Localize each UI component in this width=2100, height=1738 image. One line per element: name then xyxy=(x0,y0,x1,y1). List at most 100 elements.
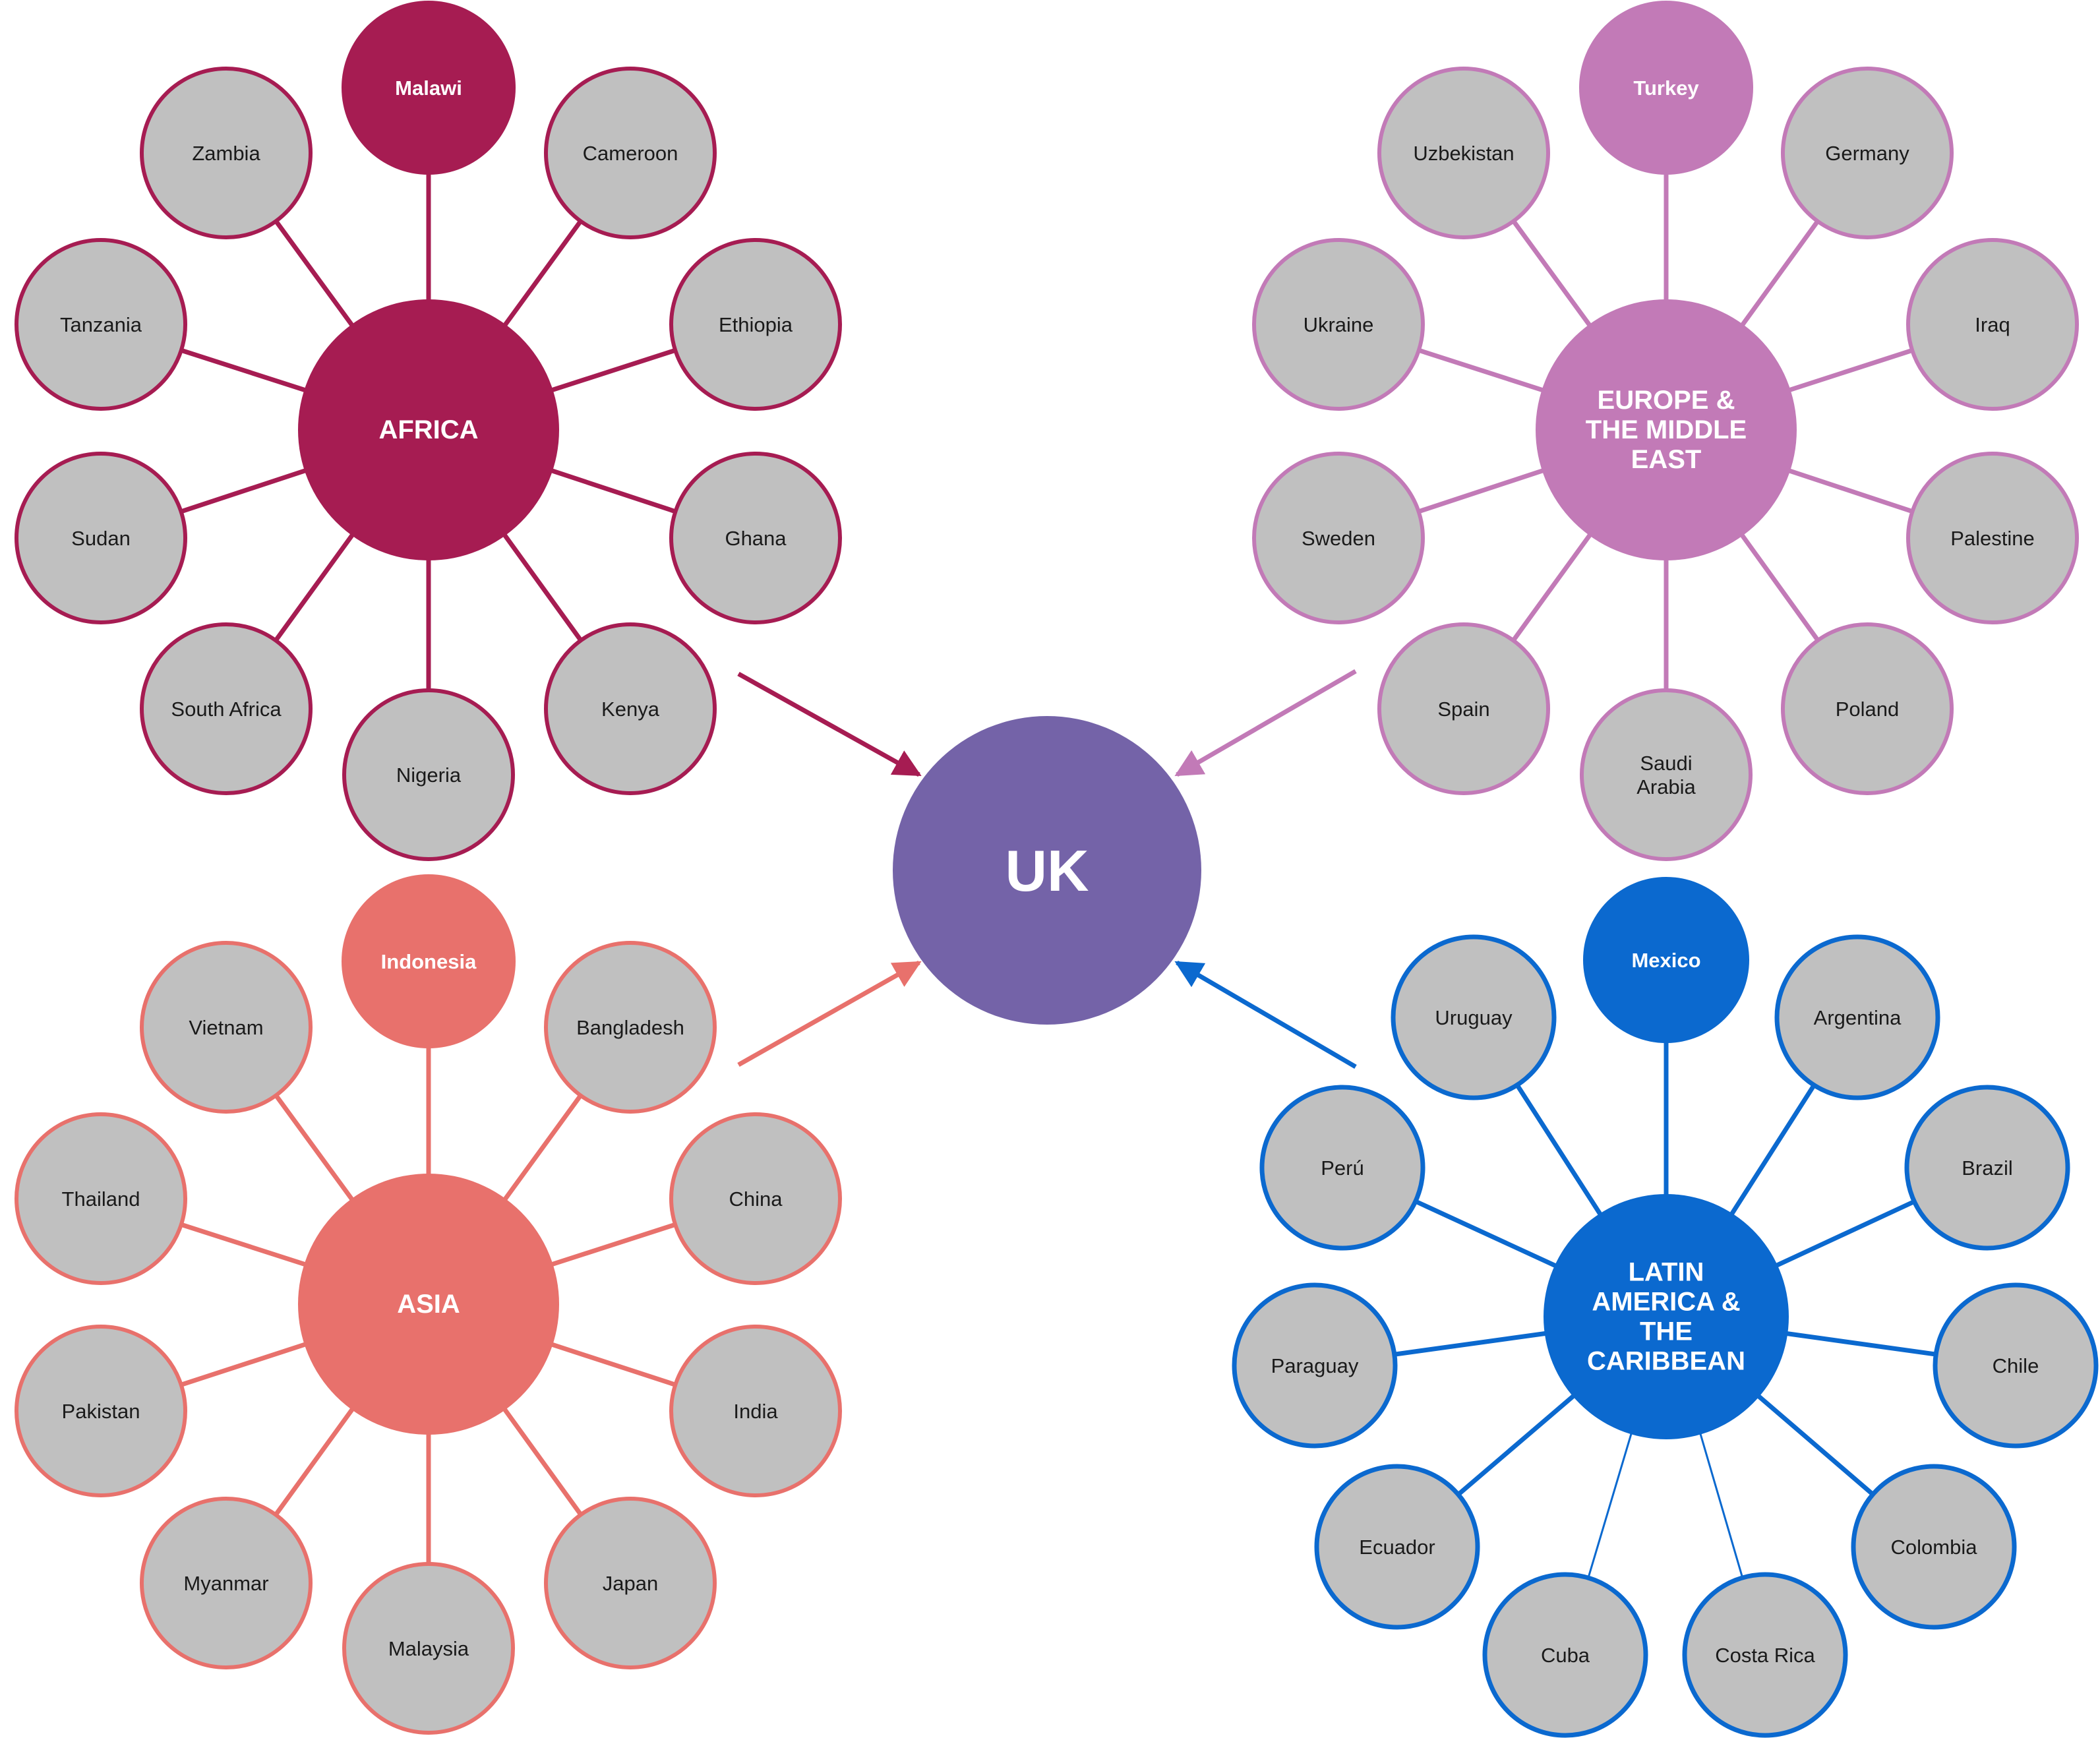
country-node-nigeria[interactable]: Nigeria xyxy=(342,688,515,861)
country-label: Colombia xyxy=(1891,1536,1978,1559)
featured-country-label: Indonesia xyxy=(381,950,477,973)
arrow-asia-to-uk xyxy=(737,960,922,1067)
country-circle xyxy=(1232,1282,1398,1449)
country-circle xyxy=(1314,1464,1480,1630)
country-node-sweden[interactable]: Sweden xyxy=(1252,452,1425,624)
country-label: South Africa xyxy=(171,698,282,721)
country-circle xyxy=(342,1562,515,1735)
country-circle xyxy=(1252,452,1425,624)
country-node-cameroon[interactable]: Cameroon xyxy=(544,67,717,239)
country-circle xyxy=(15,238,187,411)
featured-country-circle xyxy=(342,1,516,175)
country-node-ukraine[interactable]: Ukraine xyxy=(1252,238,1425,411)
country-label: Cuba xyxy=(1541,1644,1590,1667)
country-label: Ghana xyxy=(725,527,787,550)
country-circle xyxy=(1774,934,1940,1100)
country-circle xyxy=(1851,1464,2017,1630)
country-label: Paraguay xyxy=(1271,1354,1359,1377)
country-circle xyxy=(669,1325,842,1497)
featured-country-malawi[interactable]: Malawi xyxy=(342,1,516,175)
uk-center-node[interactable]: UK xyxy=(893,716,1201,1025)
country-node-paraguay[interactable]: Paraguay xyxy=(1232,1282,1398,1449)
region-hub-label: AFRICA xyxy=(378,415,478,444)
featured-country-indonesia[interactable]: Indonesia xyxy=(342,874,516,1048)
country-node-south-africa[interactable]: South Africa xyxy=(140,622,313,795)
country-label: Japan xyxy=(603,1572,658,1595)
country-circle xyxy=(140,67,313,239)
country-node-germany[interactable]: Germany xyxy=(1781,67,1954,239)
country-node-china[interactable]: China xyxy=(669,1112,842,1285)
country-node-thailand[interactable]: Thailand xyxy=(15,1112,187,1285)
country-label: Spain xyxy=(1437,698,1489,721)
uk-center-circle xyxy=(893,716,1201,1025)
country-node-iraq[interactable]: Iraq xyxy=(1906,238,2079,411)
region-hub-africa[interactable]: AFRICA xyxy=(298,299,559,560)
country-node-japan[interactable]: Japan xyxy=(544,1497,717,1669)
country-node-bangladesh[interactable]: Bangladesh xyxy=(544,941,717,1114)
country-circle xyxy=(1682,1572,1848,1738)
country-node-india[interactable]: India xyxy=(669,1325,842,1497)
country-label: China xyxy=(729,1187,783,1211)
country-node-ghana[interactable]: Ghana xyxy=(669,452,842,624)
country-circle xyxy=(140,622,313,795)
country-node-zambia[interactable]: Zambia xyxy=(140,67,313,239)
country-label: Kenya xyxy=(601,698,660,721)
country-node-peru[interactable]: Perú xyxy=(1259,1085,1425,1251)
featured-country-turkey[interactable]: Turkey xyxy=(1579,1,1753,175)
country-node-kenya[interactable]: Kenya xyxy=(544,622,717,795)
country-node-malaysia[interactable]: Malaysia xyxy=(342,1562,515,1735)
country-node-chile[interactable]: Chile xyxy=(1933,1282,2099,1449)
country-label: Zambia xyxy=(192,142,260,165)
region-hub-asia[interactable]: ASIA xyxy=(298,1174,559,1435)
country-node-poland[interactable]: Poland xyxy=(1781,622,1954,795)
country-label: Pakistan xyxy=(62,1400,140,1423)
country-node-pakistan[interactable]: Pakistan xyxy=(15,1325,187,1497)
arrow-latin-america-caribbean-to-uk xyxy=(1174,960,1357,1069)
country-circle xyxy=(1482,1572,1648,1738)
country-node-spain[interactable]: Spain xyxy=(1377,622,1550,795)
country-circle xyxy=(544,67,717,239)
region-hub-label: ASIA xyxy=(397,1290,460,1319)
country-node-colombia[interactable]: Colombia xyxy=(1851,1464,2017,1630)
country-node-sudan[interactable]: Sudan xyxy=(15,452,187,624)
country-node-costa-rica[interactable]: Costa Rica xyxy=(1682,1572,1848,1738)
country-node-uruguay[interactable]: Uruguay xyxy=(1391,934,1557,1100)
arrow-europe-middle-east-to-uk xyxy=(1174,669,1357,777)
country-label: Tanzania xyxy=(60,313,142,336)
featured-country-label: Mexico xyxy=(1631,949,1700,972)
country-label: Perú xyxy=(1321,1156,1364,1180)
country-circle xyxy=(669,452,842,624)
country-circle xyxy=(544,622,717,795)
country-label: India xyxy=(733,1400,778,1423)
country-label: Thailand xyxy=(62,1187,140,1211)
country-circle xyxy=(1391,934,1557,1100)
country-node-brazil[interactable]: Brazil xyxy=(1904,1085,2070,1251)
featured-country-circle xyxy=(1579,1,1753,175)
country-circle xyxy=(1781,622,1954,795)
country-node-palestine[interactable]: Palestine xyxy=(1906,452,2079,624)
country-label: Ethiopia xyxy=(719,313,793,336)
country-node-myanmar[interactable]: Myanmar xyxy=(140,1497,313,1669)
country-label: Iraq xyxy=(1975,313,2010,336)
region-hub-circle xyxy=(1536,299,1797,560)
country-node-argentina[interactable]: Argentina xyxy=(1774,934,1940,1100)
country-circle xyxy=(15,1112,187,1285)
country-node-cuba[interactable]: Cuba xyxy=(1482,1572,1648,1738)
country-node-tanzania[interactable]: Tanzania xyxy=(15,238,187,411)
country-label: Vietnam xyxy=(189,1016,263,1039)
country-label: Sweden xyxy=(1302,527,1375,550)
country-node-vietnam[interactable]: Vietnam xyxy=(140,941,313,1114)
country-node-uzbekistan[interactable]: Uzbekistan xyxy=(1377,67,1550,239)
country-circle xyxy=(342,688,515,861)
featured-country-label: Malawi xyxy=(395,76,462,100)
featured-country-label: Turkey xyxy=(1633,76,1699,100)
country-node-ethiopia[interactable]: Ethiopia xyxy=(669,238,842,411)
country-circle xyxy=(1259,1085,1425,1251)
country-node-ecuador[interactable]: Ecuador xyxy=(1314,1464,1480,1630)
featured-country-mexico[interactable]: Mexico xyxy=(1583,877,1749,1043)
